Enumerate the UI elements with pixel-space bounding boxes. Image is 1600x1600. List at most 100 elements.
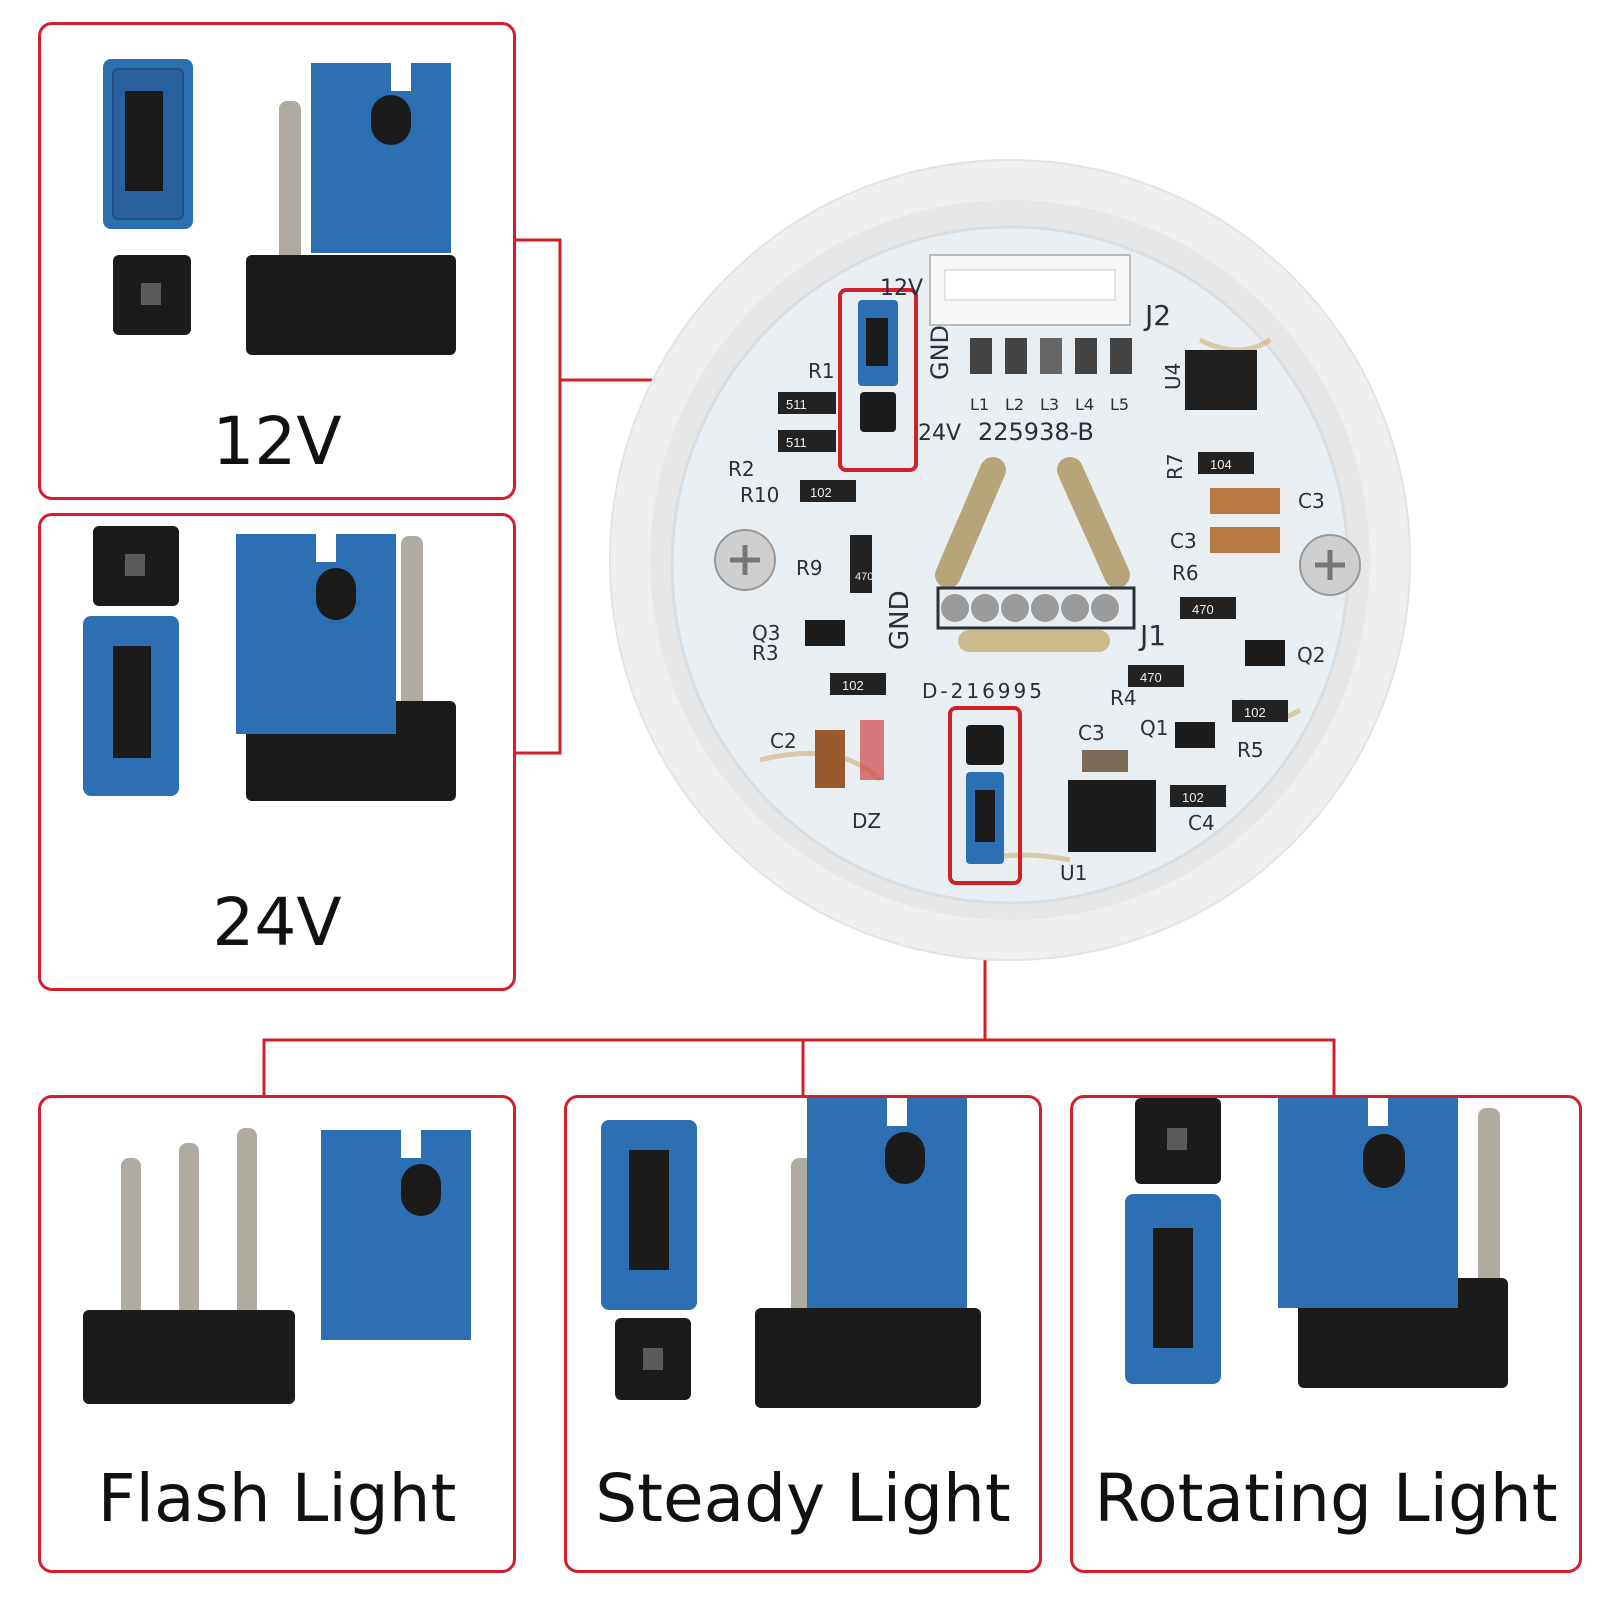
silk-c3-b: C3 (1170, 529, 1197, 553)
silk-q3: Q3 (752, 621, 780, 645)
silk-gnd-top: GND (926, 325, 954, 380)
silk-r10: R10 (740, 483, 779, 507)
diode-dz (860, 720, 884, 780)
j1-outline (936, 586, 1136, 630)
led-tube-bottom (958, 630, 1110, 652)
label-24v: 24V (212, 884, 342, 961)
silk-r3: R3 (752, 641, 779, 665)
silk-r4: R4 (1110, 686, 1137, 710)
silk-q1: Q1 (1140, 716, 1168, 740)
board-model: 225938-B (978, 418, 1094, 446)
svg-text:511: 511 (786, 397, 807, 412)
led-tube-left (935, 457, 1006, 588)
panel-12v: 12V (38, 22, 516, 500)
header-base (246, 255, 456, 355)
capacitor-c2 (815, 730, 845, 788)
svg-text:470: 470 (1192, 602, 1214, 617)
transistor-q3 (805, 620, 845, 646)
jumper-cap-side-view (236, 534, 396, 734)
panel-24v: 24V (38, 513, 516, 991)
silk-dz: DZ (852, 809, 881, 833)
u4-chip (1185, 350, 1257, 410)
jumper-12v-illustration (103, 59, 456, 355)
svg-text:102: 102 (810, 485, 832, 500)
mode-jumper-highlight (948, 706, 1022, 885)
screw-left (714, 529, 776, 591)
silk-r5: R5 (1237, 738, 1264, 762)
jumper-cap-side-view (807, 1098, 967, 1308)
jumper-steady-illustration (601, 1098, 981, 1408)
jumper-flash-illustration (83, 1128, 471, 1404)
header-pin (1478, 1108, 1500, 1298)
header-pin-1 (121, 1158, 141, 1338)
resistor-r3: 102 (830, 673, 886, 695)
svg-text:102: 102 (1182, 790, 1204, 805)
silk-l2: L2 (1005, 395, 1024, 414)
silk-l4: L4 (1075, 395, 1094, 414)
svg-text:470: 470 (855, 571, 873, 583)
resistor-r10: 102 (800, 480, 856, 502)
j1-pads (941, 594, 1119, 622)
jumper-cap-side-view (311, 63, 451, 253)
silk-c3-c: C3 (1078, 721, 1105, 745)
led-pads (970, 338, 1132, 374)
header-pin-3 (237, 1128, 257, 1338)
screw-right (1299, 534, 1361, 596)
resistor-r9: 470 (850, 535, 873, 593)
svg-text:470: 470 (1140, 670, 1162, 685)
silk-r6: R6 (1172, 561, 1199, 585)
label-steady-light: Steady Light (595, 1460, 1011, 1537)
svg-text:102: 102 (842, 678, 864, 693)
silk-12v: 12V (880, 276, 923, 301)
svg-text:511: 511 (786, 435, 807, 450)
u1-chip (1068, 780, 1156, 852)
voltage-jumper-pin (860, 392, 896, 432)
label-flash-light: Flash Light (97, 1460, 457, 1537)
svg-text:104: 104 (1210, 457, 1232, 472)
label-12v: 12V (212, 403, 342, 480)
silk-q2: Q2 (1297, 643, 1325, 667)
silk-gnd: GND (885, 590, 915, 650)
silk-u4: U4 (1161, 363, 1185, 390)
mode-jumper-pin (966, 725, 1004, 765)
header-base (755, 1308, 981, 1408)
silk-r1: R1 (808, 359, 835, 383)
resistor-r5: 102 (1232, 700, 1288, 722)
resistor-r7: 104 (1198, 452, 1254, 474)
label-rotating-light: Rotating Light (1094, 1460, 1558, 1537)
jumper-cap-loose (321, 1130, 471, 1340)
silk-l3: L3 (1040, 395, 1059, 414)
resistor-r4: 470 (1128, 665, 1184, 687)
silk-c4: C4 (1188, 811, 1215, 835)
header-base (83, 1310, 295, 1404)
capacitor-c3-lower (1082, 750, 1128, 772)
silk-r7: R7 (1163, 453, 1187, 480)
svg-text:102: 102 (1244, 705, 1266, 720)
silk-j2: J2 (1143, 299, 1171, 332)
jumper-24v-illustration (83, 526, 456, 801)
resistor-r1: 511 (778, 392, 836, 414)
capacitors-c3 (1210, 488, 1280, 553)
jumper-rotating-illustration (1125, 1098, 1508, 1388)
silk-u1: U1 (1060, 861, 1087, 885)
silk-l5: L5 (1110, 395, 1129, 414)
header-pin (279, 101, 301, 271)
transistor-q1 (1175, 722, 1215, 748)
resistor-r2: 511 (778, 430, 836, 452)
panel-steady-light: Steady Light (564, 1095, 1042, 1573)
panel-flash-light: Flash Light (38, 1095, 516, 1573)
jumper-cap-side-view (1278, 1098, 1458, 1308)
capacitor-c4: 102 (1170, 785, 1226, 807)
header-pin (401, 536, 423, 716)
j2-connector-slot (944, 269, 1116, 301)
panel-rotating-light: Rotating Light (1070, 1095, 1582, 1573)
header-pin-2 (179, 1143, 199, 1338)
silk-r9: R9 (796, 556, 823, 580)
silk-l1: L1 (970, 395, 989, 414)
silk-r2: R2 (728, 457, 755, 481)
led-tube-right (1057, 457, 1130, 588)
transistor-q2 (1245, 640, 1285, 666)
silk-c3-a: C3 (1298, 489, 1325, 513)
